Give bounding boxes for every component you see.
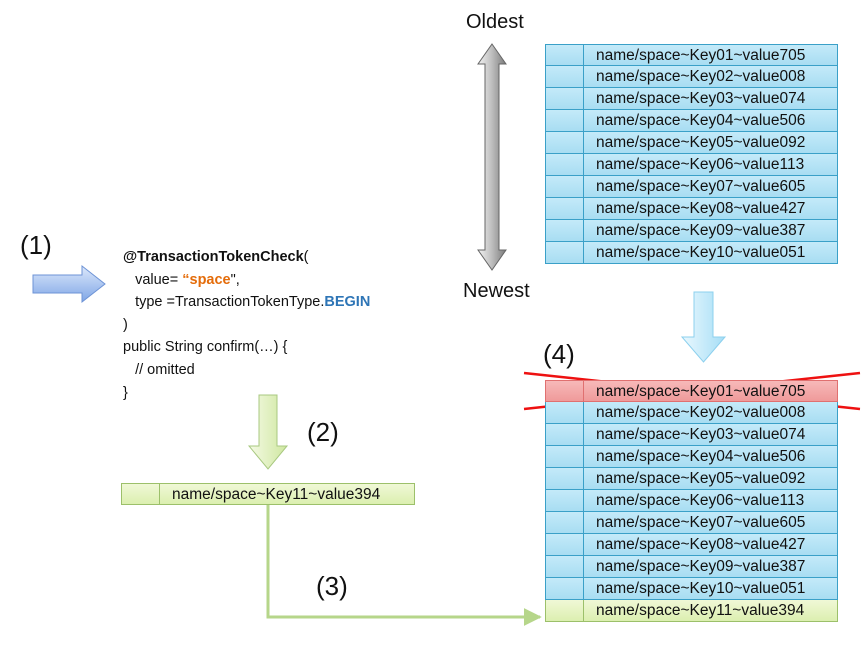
comment-line: // omitted [123,361,195,378]
token-text: name/space~Key01~value705 [596,383,806,400]
token-text: name/space~Key08~value427 [596,536,806,553]
new-token-box: name/space~Key11~value394 [121,483,415,505]
newest-label: Newest [463,280,530,302]
token-row: name/space~Key04~value506 [545,110,838,132]
step1-arrow [32,264,106,304]
token-row: name/space~Key06~value113 [545,490,838,512]
token-row: name/space~Key03~value074 [545,424,838,446]
token-row: name/space~Key05~value092 [545,132,838,154]
step3-connector [266,505,542,626]
token-text: name/space~Key02~value008 [596,68,806,85]
token-stack-after: name/space~Key01~value705 name/space~Key0… [545,380,838,622]
token-text: name/space~Key04~value506 [596,112,806,129]
token-text: name/space~Key05~value092 [596,470,806,487]
token-row: name/space~Key06~value113 [545,154,838,176]
token-row: name/space~Key09~value387 [545,220,838,242]
token-row: name/space~Key08~value427 [545,198,838,220]
added-token-row: name/space~Key11~value394 [545,600,838,622]
token-row: name/space~Key02~value008 [545,66,838,88]
token-row: name/space~Key07~value605 [545,176,838,198]
value-line: value= “space", [123,271,240,288]
close-paren-line: ) [123,316,128,333]
token-row: name/space~Key01~value705 [545,44,838,66]
token-text: name/space~Key03~value074 [596,90,806,107]
token-text: name/space~Key06~value113 [596,492,805,509]
step2-label: (2) [307,417,339,447]
close-brace-line: } [123,384,128,401]
token-row: name/space~Key05~value092 [545,468,838,490]
token-row: name/space~Key03~value074 [545,88,838,110]
removed-token-row: name/space~Key01~value705 [545,380,838,402]
token-row: name/space~Key08~value427 [545,534,838,556]
token-text: name/space~Key04~value506 [596,448,806,465]
token-text: name/space~Key03~value074 [596,426,806,443]
token-text: name/space~Key09~value387 [596,558,806,575]
oldest-newest-double-arrow [477,43,507,271]
token-text: name/space~Key06~value113 [596,156,805,173]
annotation-name: @TransactionTokenCheck( [123,249,309,265]
token-text: name/space~Key07~value605 [596,514,806,531]
step4-label: (4) [543,339,575,369]
token-row: name/space~Key09~value387 [545,556,838,578]
token-row: name/space~Key04~value506 [545,446,838,468]
token-text: name/space~Key05~value092 [596,134,806,151]
token-stack-before: name/space~Key01~value705 name/space~Key0… [545,44,838,264]
token-row: name/space~Key02~value008 [545,402,838,424]
token-text: name/space~Key07~value605 [596,178,806,195]
token-text: name/space~Key09~value387 [596,222,806,239]
token-text: name/space~Key11~value394 [596,602,805,619]
token-row: name/space~Key07~value605 [545,512,838,534]
token-text: name/space~Key02~value008 [596,404,806,421]
annotation-code-block: @TransactionTokenCheck( value= “space", … [123,246,370,404]
step1-label: (1) [20,230,52,260]
token-text: name/space~Key08~value427 [596,200,806,217]
step3-label: (3) [316,571,348,601]
oldest-label: Oldest [466,11,524,33]
token-text: name/space~Key01~value705 [596,47,806,64]
method-signature: public String confirm(…) { [123,339,288,356]
token-text: name/space~Key10~value051 [596,580,806,597]
token-row: name/space~Key10~value051 [545,578,838,600]
step2-arrow [247,394,289,470]
new-token-text: name/space~Key11~value394 [172,486,381,503]
type-line: type =TransactionTokenType.BEGIN [123,294,371,311]
token-row: name/space~Key10~value051 [545,242,838,264]
stack-transition-arrow [680,291,727,363]
token-text: name/space~Key10~value051 [596,244,806,261]
